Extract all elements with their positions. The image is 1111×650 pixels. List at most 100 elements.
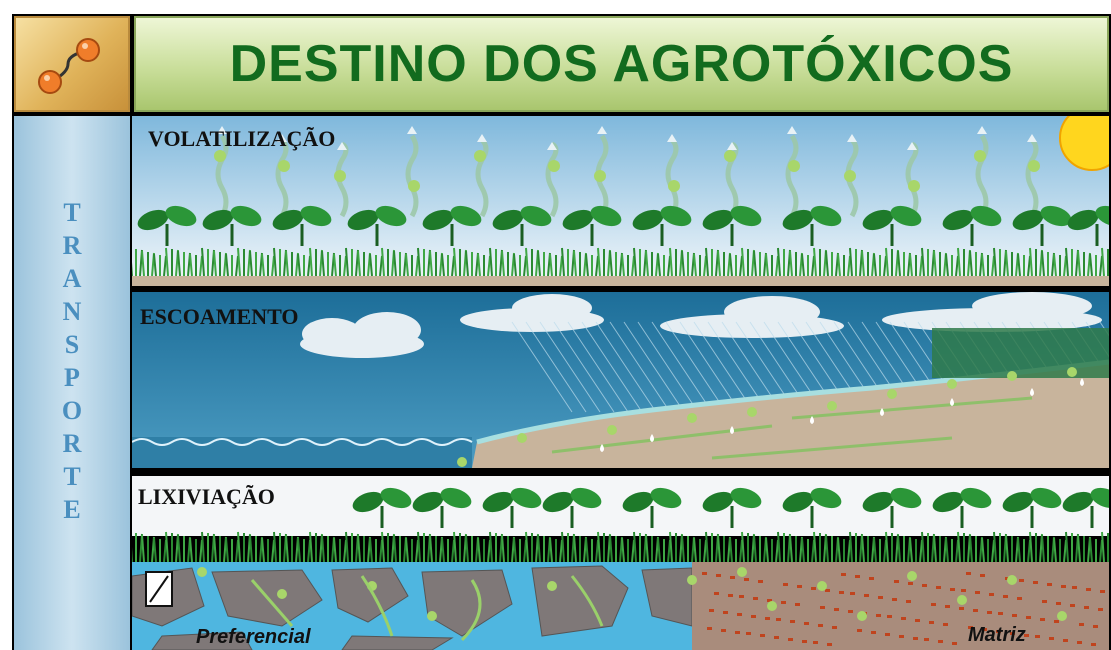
plant-leaf <box>272 209 304 231</box>
grass-blade <box>775 539 779 563</box>
grass-blade <box>345 247 349 277</box>
rain-line <box>539 321 601 413</box>
soil-particle <box>869 577 874 580</box>
soil-particle <box>730 576 735 579</box>
soil-particle <box>885 633 890 636</box>
runoff-flow <box>457 367 1084 467</box>
grass-blade <box>705 531 709 563</box>
arrow-head <box>477 134 487 142</box>
grass-blade <box>465 250 469 277</box>
grass-blade <box>417 247 421 277</box>
arrow-head <box>277 134 287 142</box>
soil-particle <box>811 587 816 590</box>
soil-particle <box>1042 600 1047 603</box>
soil-particle <box>982 628 987 631</box>
grass-blade <box>369 253 373 277</box>
grass-blade <box>249 534 253 563</box>
grass-blade <box>549 253 553 277</box>
grass-blade <box>957 531 961 563</box>
water-droplet <box>950 398 954 406</box>
soil-particle <box>857 629 862 632</box>
grass-blade <box>537 250 541 277</box>
soil-particle <box>952 642 957 645</box>
soil-particles <box>702 572 1105 646</box>
soil-particle <box>1035 635 1040 638</box>
agrochemical-droplet <box>827 401 837 411</box>
plant-leaf <box>202 209 234 231</box>
soil-particle <box>876 614 881 617</box>
plant-leaf <box>960 487 992 509</box>
grass-blade <box>753 250 757 277</box>
plant-leaf <box>520 205 552 227</box>
grass-blade <box>1089 537 1093 563</box>
plant-leaf <box>1002 491 1034 513</box>
grass-blade <box>523 255 527 277</box>
grass-blade <box>597 247 601 277</box>
plant-leaf <box>1067 209 1099 231</box>
soil-particle <box>739 595 744 598</box>
soil-particle <box>802 640 807 643</box>
panel-volatilizacao: VOLATILIZAÇÃO <box>132 116 1109 286</box>
grass-blade <box>343 539 347 563</box>
grass-blade <box>453 531 457 563</box>
grass-blade <box>393 250 397 277</box>
grass-blade <box>429 534 433 563</box>
grass-blade <box>739 255 743 277</box>
grass-blade <box>631 539 635 563</box>
grass-blade <box>1063 539 1067 563</box>
grass-blade <box>811 539 815 563</box>
agrochemical-droplet <box>857 611 867 621</box>
soil-particle <box>943 623 948 626</box>
grass-blade <box>801 537 805 563</box>
title-banner: DESTINO DOS AGROTÓXICOS <box>134 16 1109 112</box>
grass-blade <box>801 253 805 277</box>
grass-blade <box>739 539 743 563</box>
panel-label-lixiviacao: LIXIVIAÇÃO <box>138 484 275 509</box>
plant-leaf <box>632 209 664 231</box>
agrochemical-droplet <box>974 150 986 162</box>
soil-particle <box>850 592 855 595</box>
grass-blade <box>141 250 145 277</box>
arrow-head <box>977 126 987 134</box>
grass-blade <box>297 253 301 277</box>
grass-blade <box>273 531 277 563</box>
grass-blade <box>213 534 217 563</box>
grass-blade <box>897 534 901 563</box>
soil-particle <box>929 621 934 624</box>
grass-blade <box>729 537 733 563</box>
flow-arrow <box>711 436 953 460</box>
agrochemical-droplet <box>474 150 486 162</box>
grass-blade <box>573 534 577 563</box>
grass-blade <box>775 255 779 277</box>
plant-leaf <box>440 487 472 509</box>
sidebar-letter: E <box>63 495 81 524</box>
rain-line <box>525 321 587 413</box>
grass-blade <box>703 255 707 277</box>
grass-blade <box>523 539 527 563</box>
soil-particle <box>878 596 883 599</box>
agrochemical-droplet <box>1067 367 1077 377</box>
sidebar-letter: N <box>62 297 82 326</box>
agrochemical-droplet <box>844 170 856 182</box>
plant-leaf <box>702 209 734 231</box>
water-droplet <box>730 426 734 434</box>
soil-particle <box>924 638 929 641</box>
grass-blade <box>847 539 851 563</box>
plant-leaf <box>702 491 734 513</box>
soil-particle <box>1086 588 1091 591</box>
soil-particle <box>1024 634 1029 637</box>
soil-particle <box>716 574 721 577</box>
grass-blade <box>405 253 409 277</box>
grass-blade <box>991 539 995 563</box>
grass-blade <box>297 537 301 563</box>
plant-row <box>137 205 1109 246</box>
sidebar-letter: A <box>62 264 82 293</box>
grass-blade <box>177 534 181 563</box>
grass-blade <box>333 537 337 563</box>
grass-blade <box>153 253 157 277</box>
soil-particle <box>936 586 941 589</box>
soil-particle <box>855 575 860 578</box>
grass-blade <box>525 247 529 277</box>
grass-blade <box>1005 534 1009 563</box>
grass-blade <box>415 255 419 277</box>
